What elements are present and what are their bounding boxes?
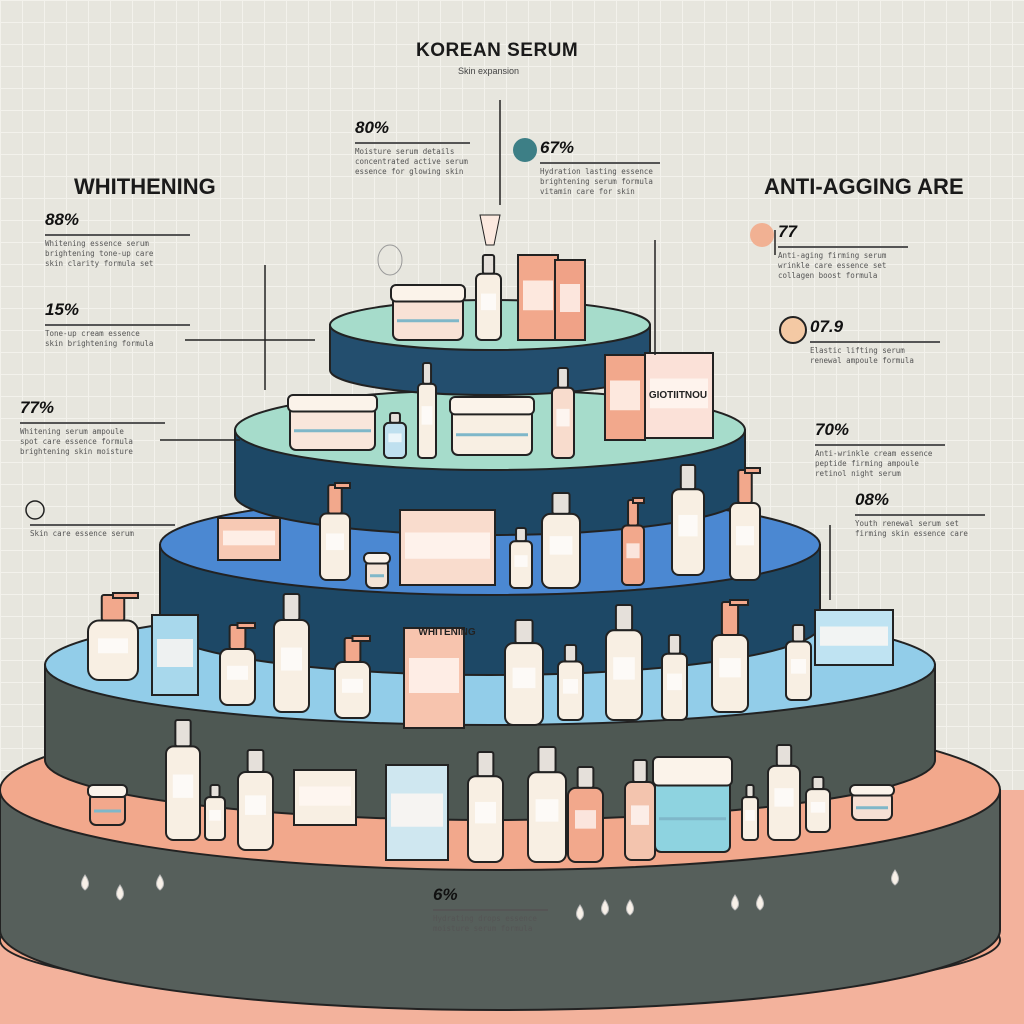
product-box-icon <box>217 517 281 561</box>
bottle-icon <box>567 766 604 864</box>
bottle-icon <box>475 254 502 342</box>
pump-bottle-icon <box>319 482 351 581</box>
callout-right-3-percent: 70% <box>815 420 850 439</box>
product-box-icon <box>554 259 586 341</box>
product-box-icon <box>151 614 199 696</box>
pump-bottle-icon <box>87 592 139 681</box>
bottle-icon <box>273 593 310 714</box>
cream-jar-icon <box>849 784 895 821</box>
droplet-icon <box>81 874 89 891</box>
product-box-icon <box>385 764 449 861</box>
bottle-icon <box>467 751 504 864</box>
cream-jar-icon <box>449 396 535 457</box>
droplet-icon <box>601 899 609 916</box>
peach-dot-icon <box>750 223 774 247</box>
callout-left-1-text: Whitening essence serum brightening tone… <box>45 234 190 269</box>
dropper-bottle-icon <box>741 784 759 841</box>
callout-right-2-text: Elastic lifting serum renewal ampoule fo… <box>810 341 940 366</box>
bottle-icon <box>671 464 705 577</box>
callout-top-right-text: Hydration lasting essence brightening se… <box>540 162 660 197</box>
callout-left-2-text: Tone-up cream essence skin brightening f… <box>45 324 190 349</box>
callout-left-4-text: Skin care essence serum <box>30 524 175 539</box>
dropper-bottle-icon <box>785 624 812 701</box>
page-title: KOREAN SERUM <box>416 40 579 61</box>
flask-icon <box>377 244 403 276</box>
pump-bottle-icon <box>219 622 256 706</box>
callout-bottom-text: Hydrating drops essence moisture serum f… <box>433 909 548 934</box>
product-box-icon <box>644 352 714 439</box>
callout-top-left-percent: 80% <box>355 118 390 137</box>
dropper-bottle-icon <box>557 644 584 721</box>
callout-top-right-percent: 67% <box>540 138 575 157</box>
cream-jar-icon <box>652 756 733 853</box>
callout-right-4-percent: 08% <box>855 490 890 509</box>
teal-dot-icon <box>513 138 537 162</box>
product-box-icon <box>517 254 559 341</box>
bottle-icon <box>237 749 274 851</box>
droplet-icon <box>116 884 124 901</box>
product-box-icon <box>293 769 357 826</box>
pump-bottle-icon <box>729 467 761 581</box>
callout-left-3-percent: 77% <box>20 398 55 417</box>
droplet-icon <box>156 874 164 891</box>
bottle-icon <box>767 744 801 842</box>
callout-bottom-percent: 6% <box>433 885 458 904</box>
product-label: GIOTIITNOU <box>649 390 707 401</box>
droplet-icon <box>891 869 899 886</box>
callout-right-4-text: Youth renewal serum set firming skin ess… <box>855 514 985 539</box>
product-box-icon <box>814 609 894 666</box>
product-box-icon <box>403 627 465 729</box>
dropper-bottle-icon <box>805 776 831 833</box>
product-box-icon <box>604 354 646 441</box>
bottle-icon <box>541 492 581 590</box>
drop-badge-icon <box>25 500 45 520</box>
droplet-icon <box>731 894 739 911</box>
heart-badge-icon <box>779 316 807 344</box>
product-box-icon <box>399 509 496 586</box>
anti-aging-heading: ANTI-AGGING ARE <box>764 174 964 199</box>
whitening-heading: WHITHENING <box>74 174 216 199</box>
pump-bottle-icon <box>711 599 749 713</box>
cream-jar-icon <box>87 784 128 826</box>
page-subtitle: Skin expansion <box>458 66 520 76</box>
callout-left-1-percent: 88% <box>45 210 80 229</box>
cream-jar-icon <box>287 394 378 451</box>
callout-left-3-text: Whitening serum ampoule spot care essenc… <box>20 422 165 457</box>
droplet-icon <box>576 904 584 921</box>
dropper-bottle-icon <box>204 784 226 841</box>
bottle-icon <box>551 367 575 459</box>
product-label: WHITENING <box>418 627 475 638</box>
cream-jar-icon <box>363 552 391 589</box>
callout-right-2-percent: 07.9 <box>810 317 844 336</box>
bottle-icon <box>165 719 201 842</box>
droplet-icon <box>756 894 764 911</box>
dropper-bottle-icon <box>661 634 688 722</box>
cream-jar-icon <box>390 284 466 341</box>
bottle-icon <box>605 604 643 721</box>
pump-bottle-icon <box>621 497 645 586</box>
bottle-icon <box>383 412 407 459</box>
pump-bottle-icon <box>334 635 371 719</box>
callout-top-left-text: Moisture serum details concentrated acti… <box>355 142 470 177</box>
callout-right-3-text: Anti-wrinkle cream essence peptide firmi… <box>815 444 945 479</box>
dropper-bottle-icon <box>509 527 533 590</box>
bottle-icon <box>624 759 656 861</box>
callout-right-1-percent: 77 <box>778 222 797 241</box>
bottle-icon <box>504 619 544 726</box>
bottle-icon <box>417 362 437 459</box>
droplet-icon <box>626 899 634 916</box>
callout-left-2-percent: 15% <box>45 300 80 319</box>
bottle-icon <box>527 746 567 863</box>
callout-right-1-text: Anti-aging firming serum wrinkle care es… <box>778 246 908 281</box>
dropper-icon <box>479 214 501 246</box>
